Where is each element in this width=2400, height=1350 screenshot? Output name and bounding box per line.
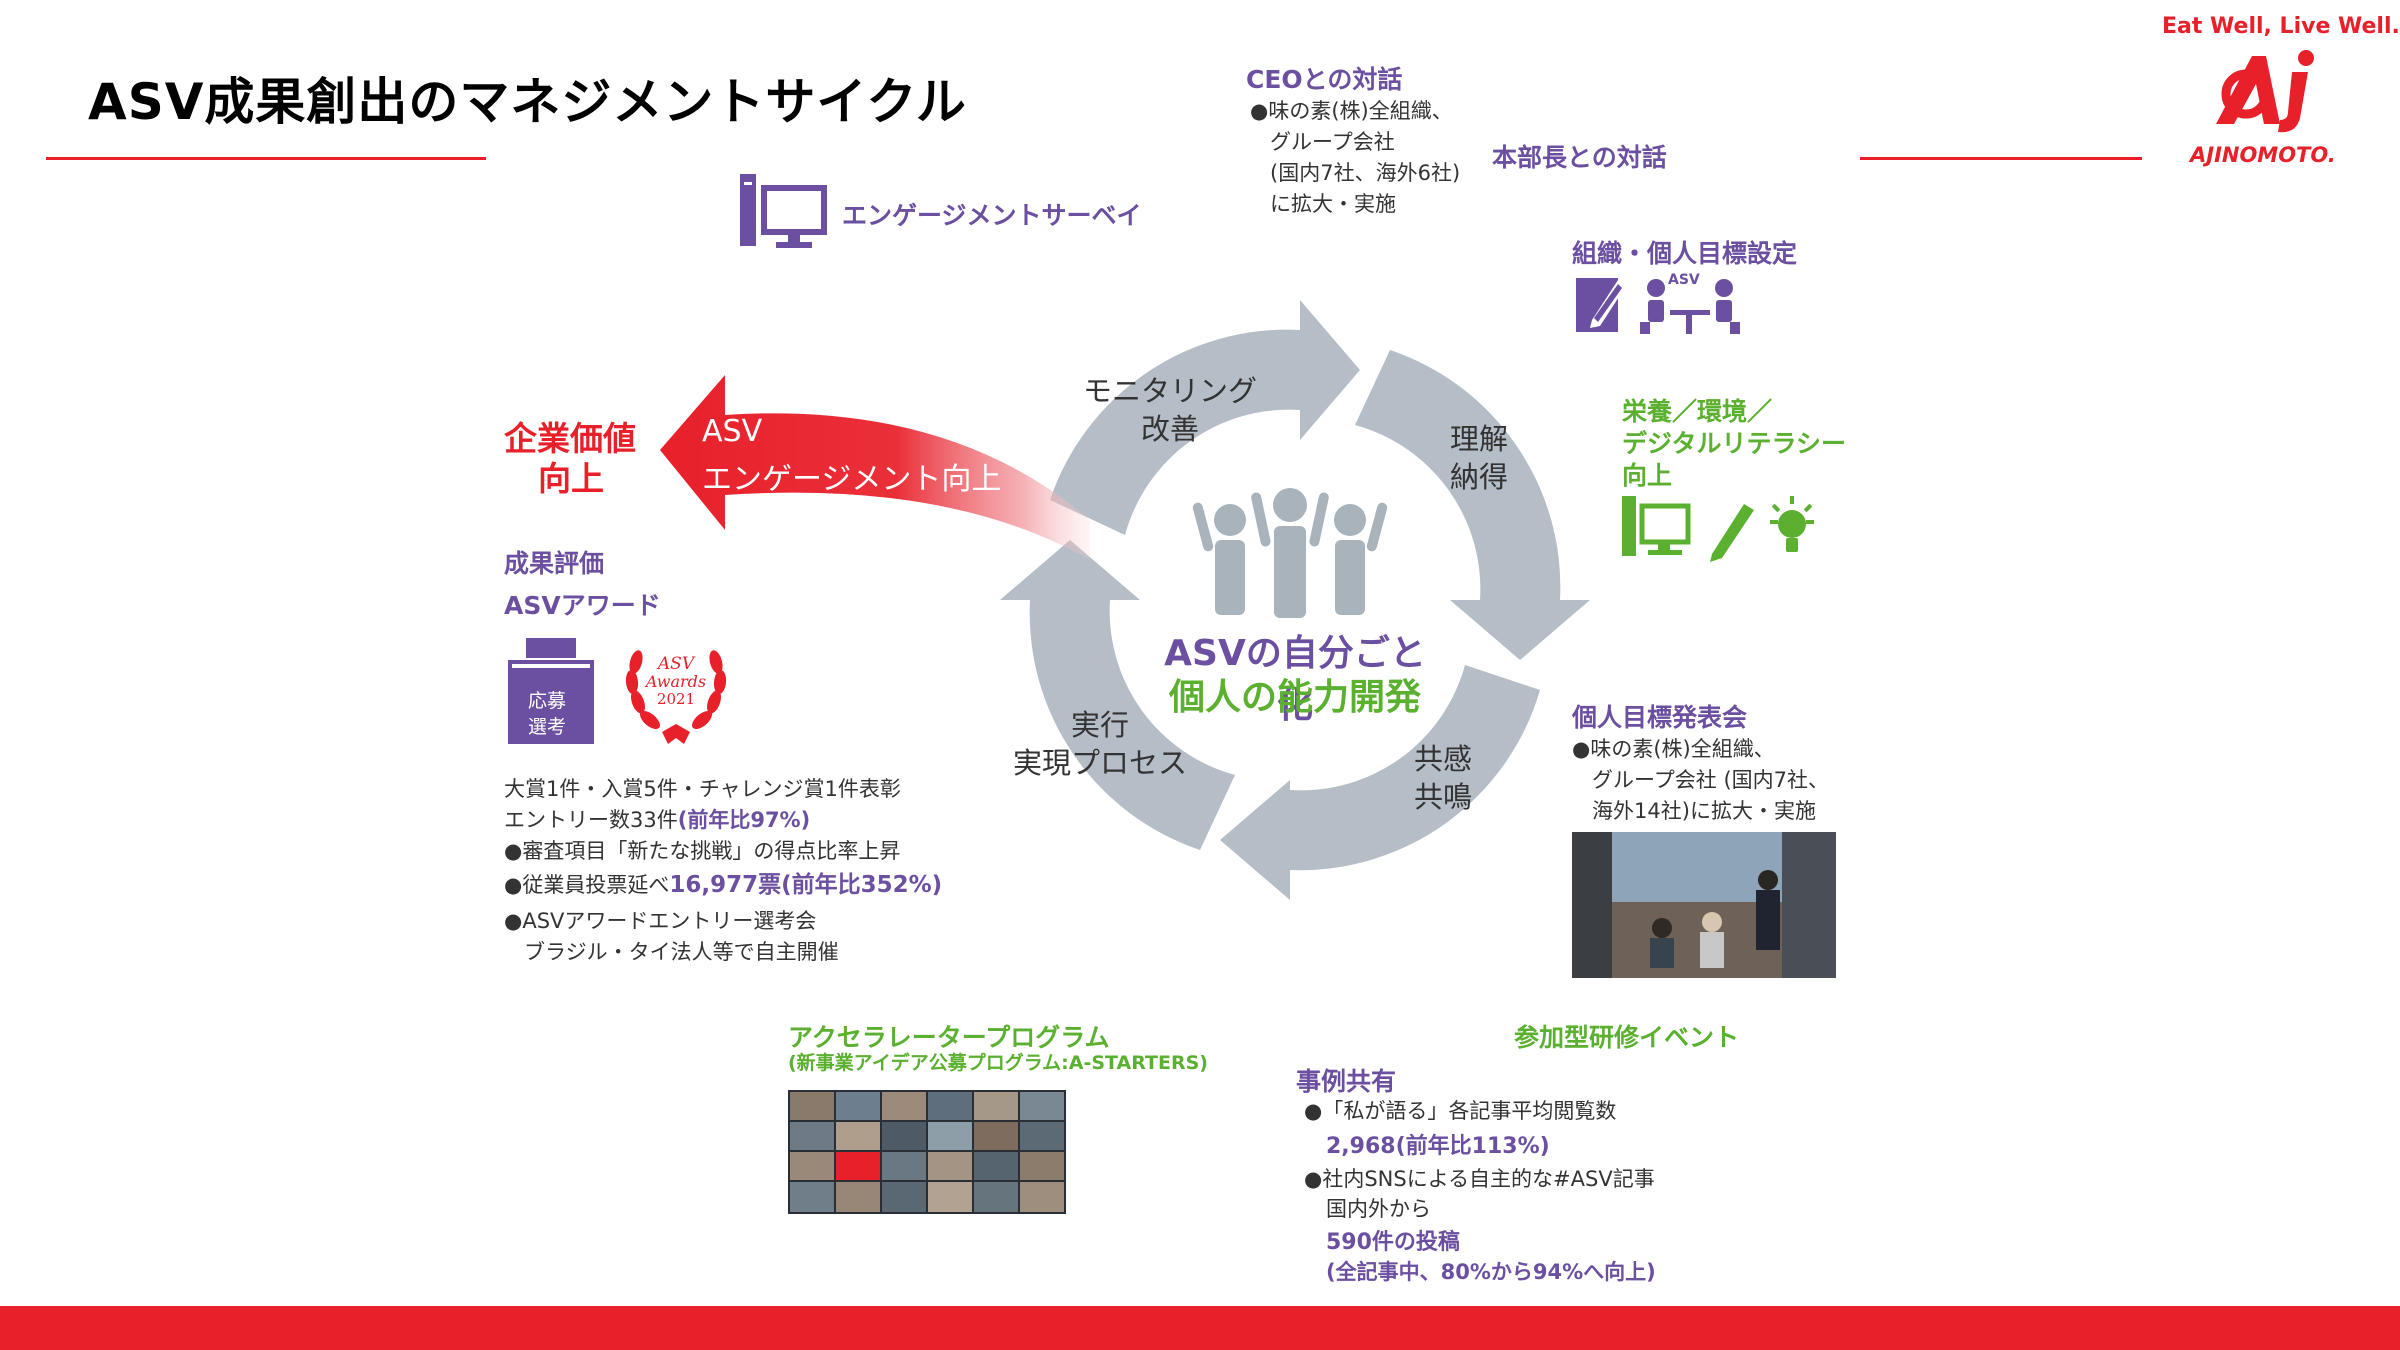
goal-presentation-heading: 個人目標発表会 [1572,703,1748,732]
award-badge-line2: Awards [645,672,707,691]
brand-tagline: Eat Well, Live Well. [2162,14,2400,39]
cycle-center-line1: ASVの自分ごと化 [1164,633,1426,726]
pen-paper-icon [1576,278,1626,332]
page-title: ASV成果創出のマネジメントサイクル [88,73,967,131]
computer-icon [1622,496,1691,556]
accelerator-heading: アクセラレータープログラム [788,1023,1110,1052]
cases-bullet1: ●「私が語る」各記事平均閲覧数 [1304,1099,1617,1123]
cases-bullet2-highlight2: (全記事中、80%から94%へ向上) [1326,1260,1656,1284]
cycle-arc-bottom [1220,665,1540,900]
title-underline [46,157,486,160]
evaluation-bullet3-line2: ブラジル・タイ法人等で自主開催 [504,940,839,964]
ballot-label-1: 応募 [528,690,567,712]
asv-engagement-arrow [660,375,1090,560]
cycle-arc-top [1050,300,1360,535]
meeting-people-icon [1640,279,1740,334]
evaluation-heading2: ASVアワード [504,591,661,620]
stage-monitoring-label: モニタリング 改善 [1082,374,1257,446]
video-conference-photo [788,1090,1066,1214]
right-divider-line [1860,157,2142,160]
goal-setting-asv-badge: ASV [1668,272,1700,288]
votes-prefix: ●従業員投票延べ [504,873,670,897]
literacy-line1: 栄養／環境／ [1622,397,1773,426]
aj-logo-icon [2216,50,2314,133]
laurel-wreath-icon [625,650,727,744]
evaluation-bullet1: ●審査項目「新たな挑戦」の得点比率上昇 [504,839,901,863]
cycle-diagram [1000,300,1590,900]
survey-computer-icon [738,172,828,256]
cases-bullet2-highlight1: 590件の投稿 [1326,1230,1460,1255]
evaluation-heading1: 成果評価 [504,549,605,578]
asv-arrow-text-line2: エンゲージメント向上 [702,462,1002,497]
computer-icon [740,174,827,248]
award-badge-line3: 2021 [656,690,696,708]
ajinomoto-logo-mark [2200,42,2340,138]
ceo-dialogue-heading: CEOとの対話 [1246,65,1403,94]
footer-bar [0,1306,2400,1350]
pen-icon [1710,504,1754,562]
stage-understanding-label: 理解 納得 [1449,422,1508,494]
entries-count: エントリー数33件 [504,808,678,832]
literacy-line3: 向上 [1622,461,1673,490]
survey-label: エンゲージメントサーベイ [842,201,1142,230]
cycle-center-line2: 個人の能力開発 [1168,677,1421,718]
asv-arrow-text-line1: ASV [702,414,763,449]
training-heading: 参加型研修イベント [1514,1023,1740,1052]
evaluation-line2: エントリー数33件(前年比97%) [504,805,810,836]
cases-heading: 事例共有 [1296,1067,1397,1096]
goal-line1: 企業価値 [504,419,636,458]
ajinomoto-logo-text: AJINOMOTO. [2190,143,2336,167]
three-people-raising-arms-icon [1192,488,1388,618]
ballot-box-icon [508,638,594,744]
division-dialogue-heading: 本部長との対話 [1492,143,1667,172]
cases-bullet2-line1: ●社内SNSによる自主的な#ASV記事 [1304,1167,1655,1191]
stage-empathy-label: 共感 共鳴 [1413,742,1472,814]
literacy-icons [1620,494,1820,568]
lightbulb-icon [1770,496,1814,552]
accelerator-subheading: (新事業アイデア公募プログラム:A-STARTERS) [788,1052,1208,1074]
cycle-arc-right [1355,350,1590,660]
asv-awards-badge [618,632,734,748]
literacy-line2: デジタルリテラシー [1622,429,1847,458]
evaluation-bullet3-line1: ●ASVアワードエントリー選考会 [504,909,817,933]
evaluation-line1: 大賞1件・入賞5件・チャレンジ賞1件表彰 [504,777,901,801]
goal-line2: 向上 [538,459,604,498]
ballot-label-2: 選考 [528,716,567,738]
cases-bullet2-line2: 国内外から [1326,1197,1431,1221]
goal-setting-icons [1574,270,1744,340]
goal-setting-heading: 組織・個人目標設定 [1572,239,1798,268]
entries-ratio: (前年比97%) [677,808,811,832]
votes-count: 16,977票(前年比352%) [669,872,943,898]
goal-presentation-body: ●味の素(株)全組織、 グループ会社 (国内7社、 海外14社)に拡大・実施 [1572,737,1829,823]
seminar-photo [1572,832,1836,978]
cases-bullet1-highlight: 2,968(前年比113%) [1326,1134,1550,1159]
evaluation-bullet2: ●従業員投票延べ16,977票(前年比352%) [504,870,942,901]
stage-execution-label: 実行 実現プロセス [1012,708,1187,780]
ceo-dialogue-body: ●味の素(株)全組織、 グループ会社 (国内7社、海外6社) に拡大・実施 [1250,99,1461,216]
cycle-arc-left [1000,540,1235,850]
award-badge-line1: ASV [657,654,695,674]
